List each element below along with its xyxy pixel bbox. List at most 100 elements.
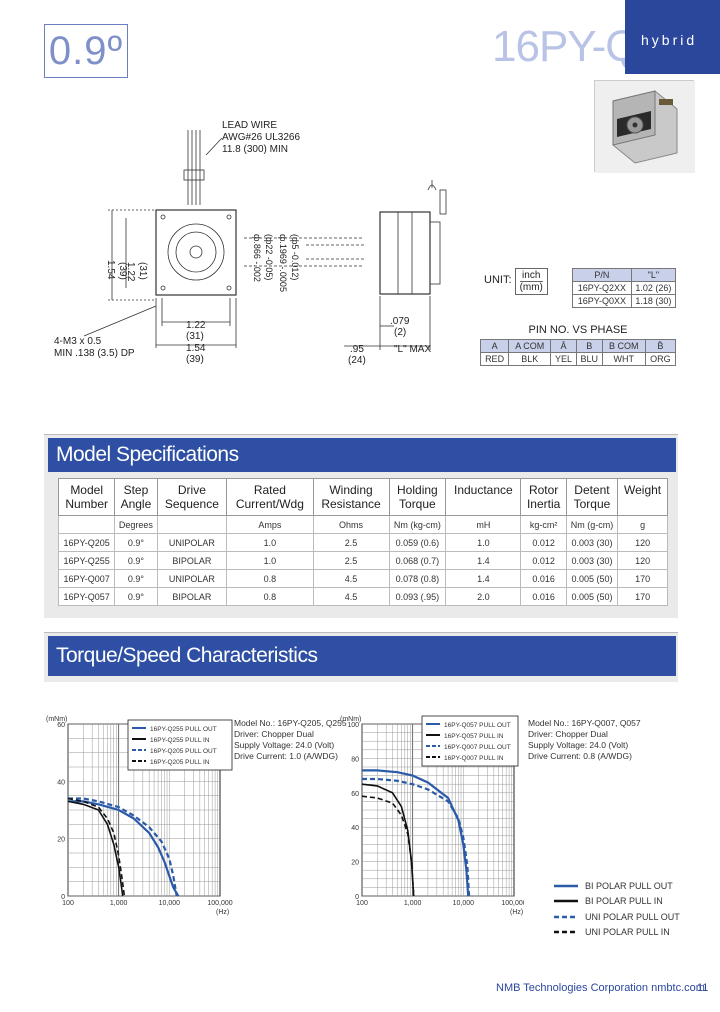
spec-cell: 4.5 [312,569,390,588]
dim-bottom-1: 1.22 [186,320,206,331]
spec-header-line: Torque [573,497,611,511]
dim-side-5: "L" MAX [394,344,431,355]
spec-unit-cell: Amps [226,515,314,534]
length-cell: 16PY-Q0XX [572,294,632,308]
dim-side-4: (24) [348,355,366,366]
series-line-1 [361,783,415,897]
pin-phase-cell: B [575,339,603,353]
series-title: 16PY-Q [492,22,639,71]
spec-header-line: Rated [253,483,286,497]
pin-phase-cell: B COM [601,339,646,353]
spec-cell: 1.0 [445,533,522,552]
series-line-0 [362,769,470,897]
y-unit-label: (mNm) [340,716,361,723]
spec-header-line: Detent [574,483,610,497]
spec-cell: 0.8 [226,587,314,606]
spec-unit-cell [156,515,228,534]
legend-label: 16PY-Q255 PULL IN [150,737,210,744]
chart-2-notes: Model No.: 16PY-Q007, Q057 Driver: Chopp… [528,718,641,762]
series-line-3 [67,797,126,897]
spec-cell: 2.5 [312,551,390,570]
dim-bottom-4: (39) [186,354,204,365]
dim-left-2: (39) [117,262,128,280]
unit-top: inch [519,270,543,282]
spec-header-line: Torque [399,497,436,511]
spec-cell: 0.012 [520,551,567,570]
legend-swatch [554,915,578,918]
chart-note: Model No.: 16PY-Q205, Q255 [234,718,347,728]
dim-left-4: (31) [137,262,148,280]
spec-cell: 2.0 [445,587,522,606]
legend-row: UNI POLAR PULL OUT [554,909,680,925]
legend-label: 16PY-Q007 PULL OUT [444,744,511,751]
pin-color-cell: WHT [601,352,646,366]
spec-cell: 1.0 [226,533,314,552]
legend-swatch [554,900,578,903]
spec-header-line: Current/Wdg [235,497,304,511]
pin-table-title: PIN NO. VS PHASE [528,324,628,336]
x-tick-label: 1,000 [404,900,422,907]
legend-row: BI POLAR PULL OUT [554,878,680,894]
spec-cell: 0.9° [114,569,158,588]
y-tick-label: 40 [57,779,65,786]
legend-label: 16PY-Q205 PULL OUT [150,748,217,755]
spec-cell: 0.8 [226,569,314,588]
chart-note: Driver: Chopper Dual [528,729,608,739]
motor-photo [594,80,695,173]
pin-color-cell: RED [479,352,510,366]
chart-note: Model No.: 16PY-Q007, Q057 [528,718,641,728]
dim-side-2: (2) [394,327,406,338]
type-tab: hybrid [625,0,720,74]
pin-phase-cell: B̄ [644,339,677,353]
chart-1-notes: Model No.: 16PY-Q205, Q255 Driver: Chopp… [234,718,347,762]
spec-cell: 1.0 [226,551,314,570]
spec-unit-cell: Degrees [114,515,158,534]
x-tick-label: 10,000 [159,900,181,907]
spec-header-line: Step [123,483,149,497]
spec-cell: 170 [617,587,668,606]
chart-note: Drive Current: 0.8 (A/WDG) [528,751,632,761]
unit-label: UNIT: inch (mm) [484,268,548,295]
y-tick-label: 0 [61,894,65,901]
dim-bottom-3: 1.54 [186,343,206,354]
y-tick-label: 60 [57,722,65,729]
spec-header-line: Winding [329,483,373,497]
y-tick-label: 20 [351,860,359,867]
spec-header-line: Inductance [453,483,513,497]
spec-cell: 0.016 [520,587,567,606]
spec-unit-cell: Ohms [312,515,390,534]
torque-title: Torque/Speed Characteristics [48,636,676,676]
y-unit-label: (mNm) [46,716,67,723]
spec-unit-cell: kg-cm² [520,515,567,534]
spec-cell: 16PY-Q255 [57,551,116,570]
spec-cell: 1.4 [445,569,522,588]
legend-swatch [554,884,578,887]
page-number: 11 [697,982,709,994]
legend-label: 16PY-Q057 PULL OUT [444,722,511,729]
dim-shaft-1: ф.866 -.002 [252,234,262,282]
legend-row: BI POLAR PULL IN [554,894,680,910]
y-tick-label: 60 [351,791,359,798]
spec-header-line: Inertia [526,497,561,511]
torque-chart-q007-q057: 0204060801001001,00010,000100,000(mNm)(H… [340,715,524,916]
spec-header-line: Rotor [528,483,559,497]
length-header-pn: P/N [572,268,632,282]
pin-color-cell: BLU [575,352,603,366]
length-cell: 16PY-Q2XX [572,281,632,295]
spec-cell: 0.005 (50) [565,587,619,606]
spec-cell: 0.068 (0.7) [388,551,447,570]
y-tick-label: 80 [351,756,359,763]
spec-cell: 0.016 [520,569,567,588]
spec-unit-cell: Nm (kg-cm) [388,515,447,534]
spec-cell: 120 [617,551,668,570]
spec-unit-cell: mH [445,515,522,534]
